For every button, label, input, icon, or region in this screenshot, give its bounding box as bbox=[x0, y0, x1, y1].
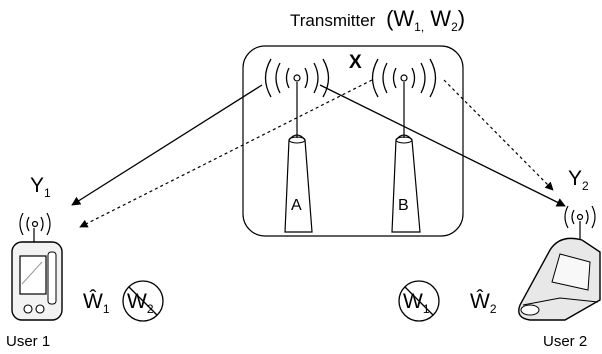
transmitter-box bbox=[242, 45, 464, 237]
svg-text:W2: W2 bbox=[127, 290, 154, 316]
user2-decoded-message: Ŵ2 bbox=[470, 290, 497, 316]
user1-label: User 1 bbox=[6, 333, 50, 350]
antenna-b: B bbox=[371, 58, 437, 233]
svg-text:W1: W1 bbox=[403, 290, 430, 316]
antenna-a: A bbox=[264, 58, 330, 233]
user1-decoded-message: Ŵ1 bbox=[83, 290, 110, 316]
user2-output-label: Y2 bbox=[568, 167, 589, 193]
transmitter-title: Transmitter (W1, W2) bbox=[290, 6, 465, 34]
antenna-a-label: A bbox=[291, 197, 302, 214]
user2-signal-icon bbox=[564, 205, 596, 229]
user2-label: User 2 bbox=[543, 333, 587, 350]
link-b-to-user2 bbox=[443, 79, 554, 191]
link-a-to-user2 bbox=[319, 84, 566, 207]
user2-device-icon bbox=[518, 221, 601, 321]
antenna-b-label: B bbox=[398, 197, 409, 214]
user1-signal-icon bbox=[19, 212, 51, 236]
user2-blocked-message: W1 bbox=[398, 280, 440, 322]
user1-blocked-message: W2 bbox=[122, 280, 164, 322]
link-b-to-user1 bbox=[79, 79, 373, 228]
user1-device-icon bbox=[11, 228, 63, 321]
link-a-to-user1 bbox=[71, 84, 263, 206]
signal-label: X bbox=[349, 52, 362, 73]
user1-output-label: Y1 bbox=[30, 174, 51, 200]
